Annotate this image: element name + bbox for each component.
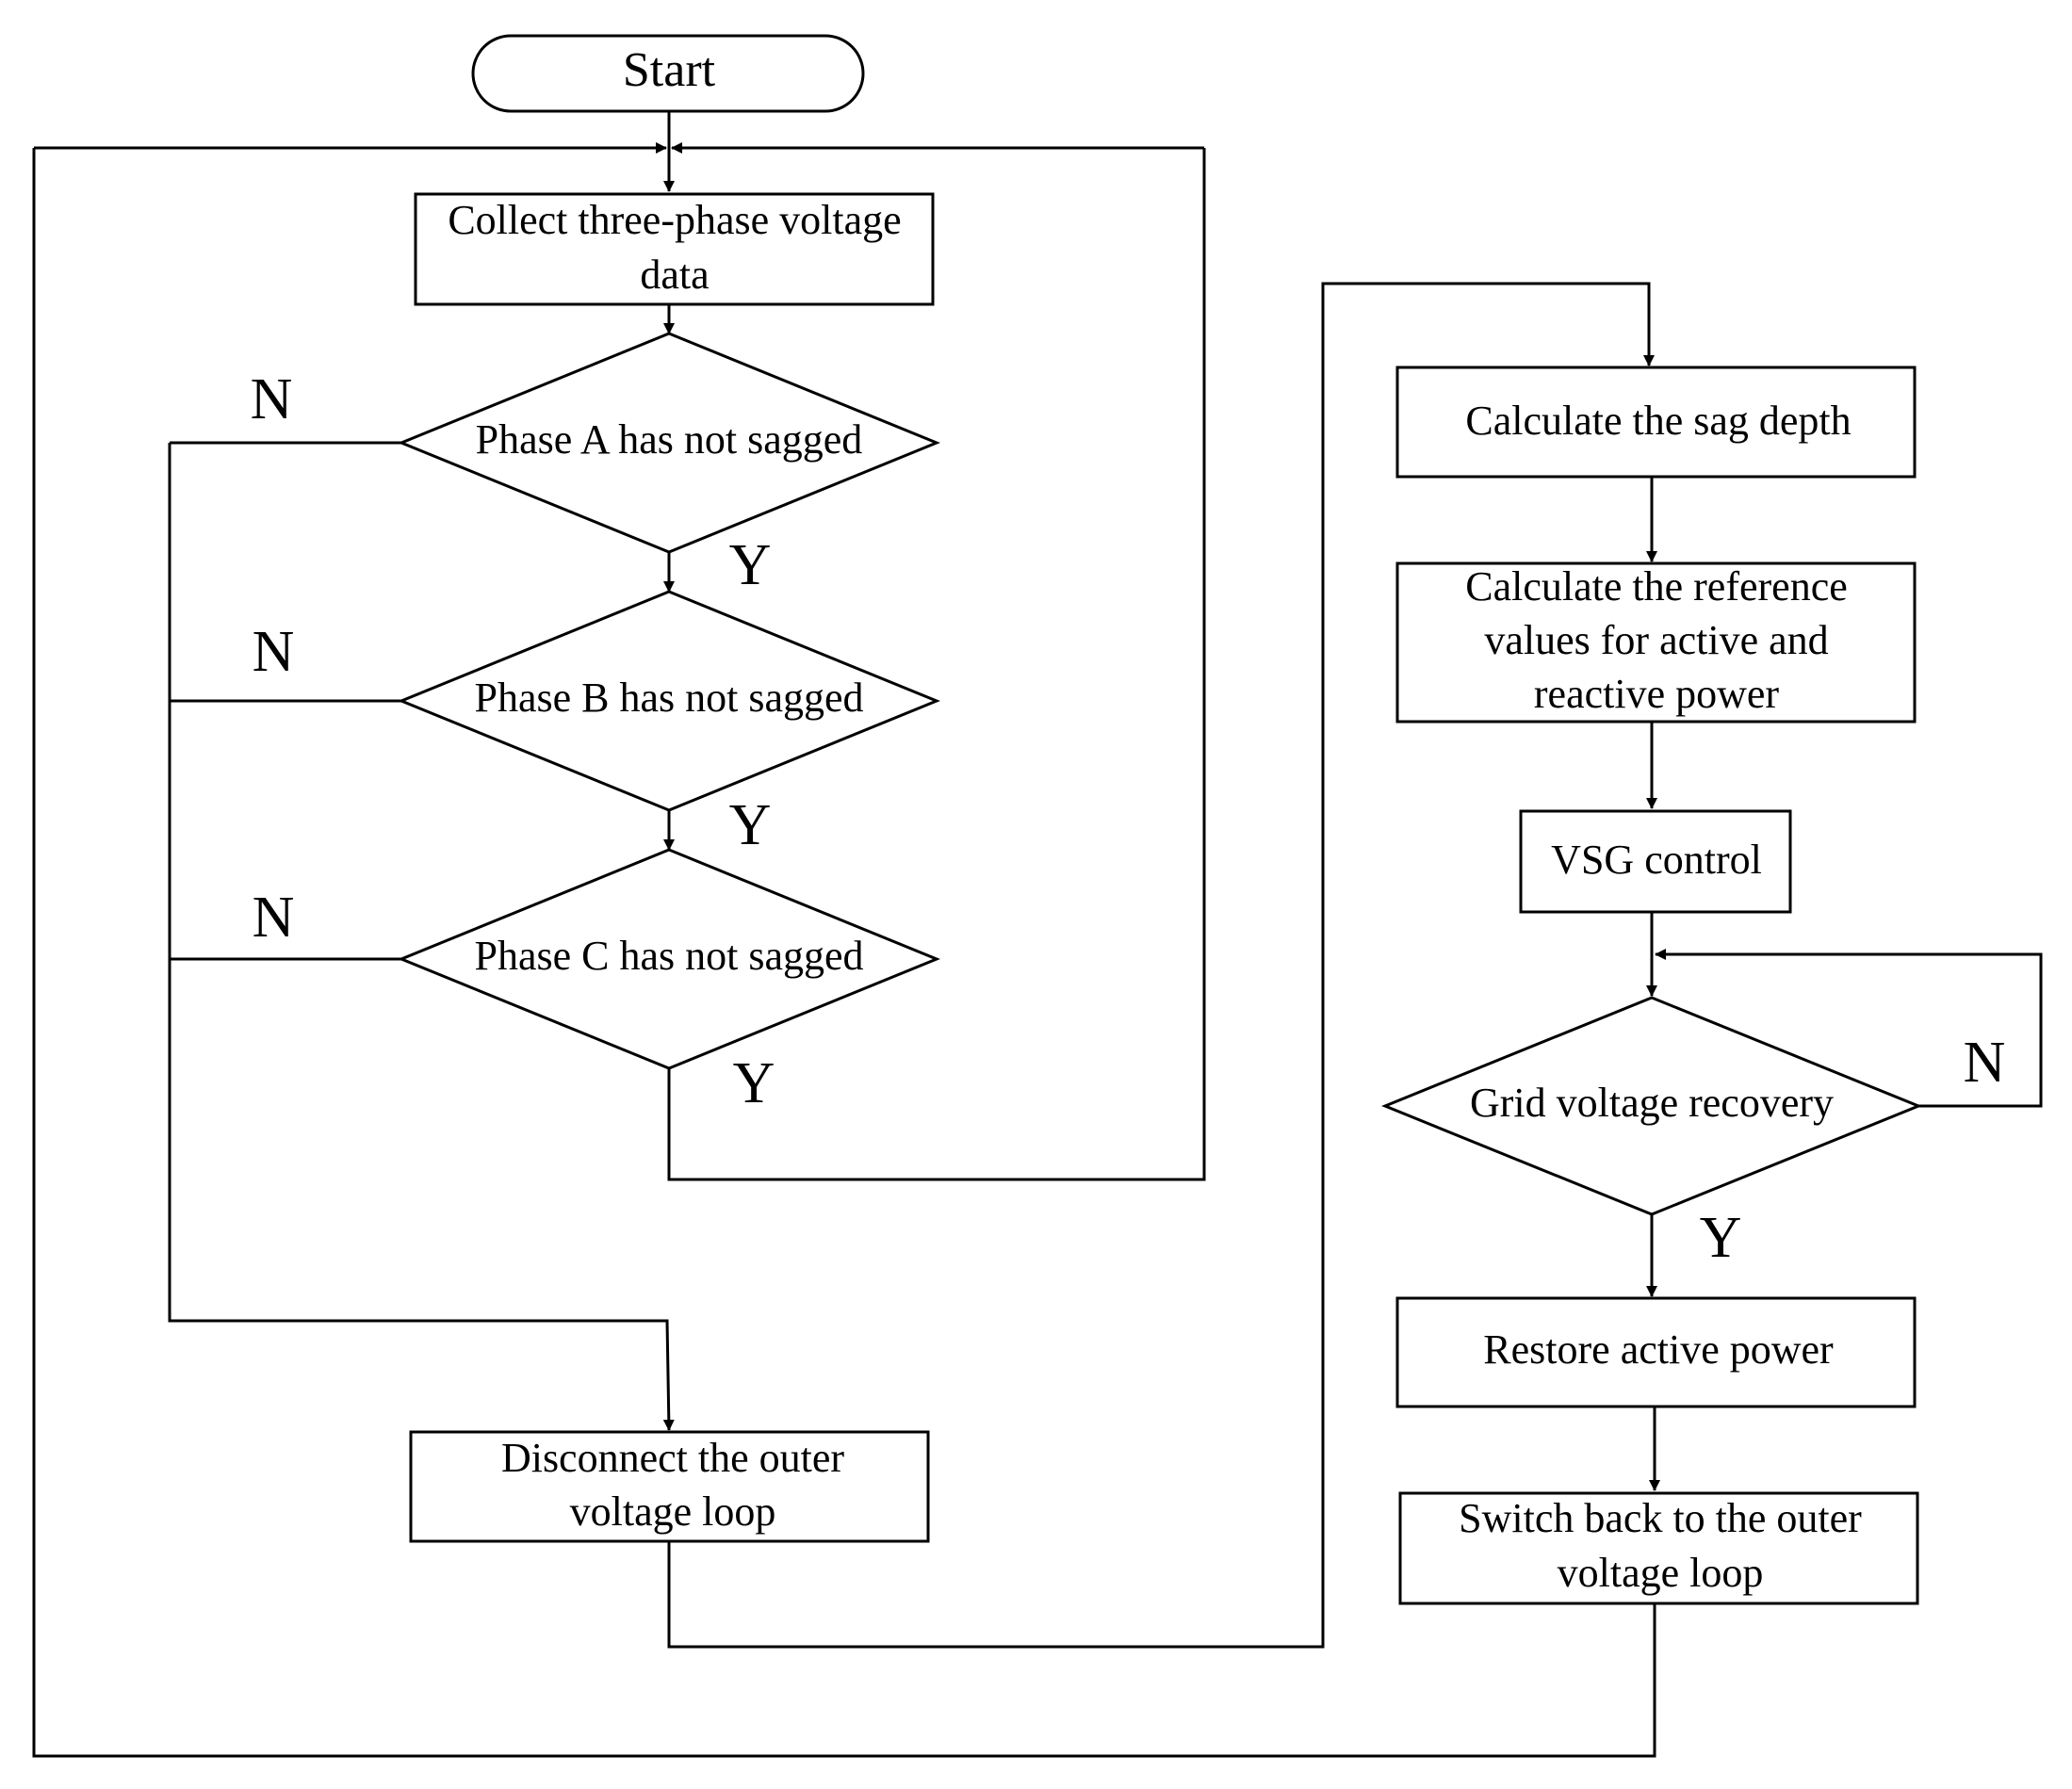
grid-recovery-decision: Grid voltage recovery xyxy=(1381,996,1922,1216)
connector-phase-c-yes-loop xyxy=(667,148,1206,1181)
phase-a-decision: Phase A has not sagged xyxy=(398,332,940,554)
sag-depth-box: Calculate the sag depth xyxy=(1395,366,1917,479)
phase-a-no-label: N xyxy=(251,367,293,431)
disconnect-box: Disconnect the outer voltage loop xyxy=(409,1430,930,1543)
phase-a-label: Phase A has not sagged xyxy=(476,416,863,463)
connectors xyxy=(32,111,2043,1758)
phase-c-yes-label: Y xyxy=(733,1051,775,1115)
phase-b-label: Phase B has not sagged xyxy=(474,675,863,721)
phase-b-yes-label: Y xyxy=(729,793,772,857)
reference-label-line3: reactive power xyxy=(1534,671,1780,717)
reference-label-line2: values for active and xyxy=(1484,617,1828,663)
restore-active-power-label: Restore active power xyxy=(1483,1326,1834,1373)
vsg-control-box: VSG control xyxy=(1519,809,1792,914)
phase-c-decision: Phase C has not sagged xyxy=(398,848,940,1070)
phase-b-decision: Phase B has not sagged xyxy=(398,590,940,812)
grid-no-label: N xyxy=(1964,1031,2006,1095)
reference-label-line1: Calculate the reference xyxy=(1465,563,1848,610)
switch-back-label-line2: voltage loop xyxy=(1558,1550,1764,1596)
sag-depth-label: Calculate the sag depth xyxy=(1465,398,1851,444)
disconnect-label-line2: voltage loop xyxy=(570,1488,776,1535)
grid-yes-label: Y xyxy=(1700,1206,1742,1270)
collect-voltage-label-line2: data xyxy=(640,252,709,298)
restore-active-power-box: Restore active power xyxy=(1395,1296,1917,1408)
connector-no-bus-to-disconnect xyxy=(168,443,675,1431)
disconnect-label-line1: Disconnect the outer xyxy=(501,1435,844,1481)
grid-recovery-label: Grid voltage recovery xyxy=(1470,1080,1834,1126)
switch-back-label-line1: Switch back to the outer xyxy=(1459,1495,1862,1541)
branch-labels: N N N Y Y Y N Y xyxy=(251,367,2006,1270)
start-node: Start xyxy=(471,34,865,113)
connector-grid-no-loop xyxy=(1655,949,2043,1108)
phase-c-no-label: N xyxy=(253,886,295,950)
connector-disconnect-to-sag-depth xyxy=(667,282,1655,1649)
collect-voltage-box: Collect three-phase voltage data xyxy=(414,192,935,306)
phase-b-no-label: N xyxy=(253,620,295,684)
reference-values-box: Calculate the reference values for activ… xyxy=(1395,561,1917,724)
vsg-control-label: VSG control xyxy=(1551,837,1762,883)
switch-back-box: Switch back to the outer voltage loop xyxy=(1398,1491,1919,1605)
connector-switch-back-loop xyxy=(32,148,1656,1758)
phase-a-yes-label: Y xyxy=(729,533,772,597)
phase-c-label: Phase C has not sagged xyxy=(474,933,863,979)
collect-voltage-label-line1: Collect three-phase voltage xyxy=(448,197,901,243)
start-label: Start xyxy=(623,43,716,97)
